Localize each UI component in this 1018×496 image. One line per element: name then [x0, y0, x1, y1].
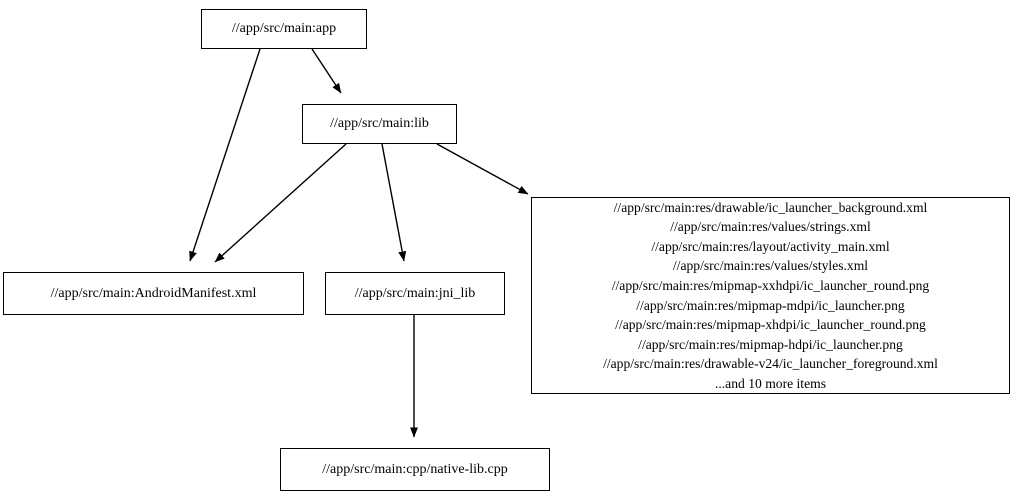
edge-lib-to-manifest	[214, 143, 347, 263]
graph-node-native-lib-cpp[interactable]: //app/src/main:cpp/native-lib.cpp	[280, 448, 550, 491]
edge-lib-to-res-bundle	[436, 143, 529, 195]
graph-node-jni-lib-label: //app/src/main:jni_lib	[354, 285, 476, 301]
graph-node-res-bundle-label: //app/src/main:res/drawable/ic_launcher_…	[603, 199, 938, 391]
edge-app-to-manifest	[189, 48, 261, 262]
graph-node-res-bundle[interactable]: //app/src/main:res/drawable/ic_launcher_…	[531, 197, 1010, 394]
graph-node-lib-label: //app/src/main:lib	[330, 116, 429, 131]
edge-lib-to-jni-lib	[381, 143, 407, 262]
graph-node-android-manifest-label: //app/src/main:AndroidManifest.xml	[50, 285, 257, 301]
edge-app-to-lib	[311, 48, 342, 94]
graph-node-app-label: //app/src/main:app	[231, 21, 337, 36]
graph-node-jni-lib[interactable]: //app/src/main:jni_lib	[325, 272, 505, 315]
graph-node-lib[interactable]: //app/src/main:lib	[302, 104, 457, 144]
graph-node-native-lib-cpp-label: //app/src/main:cpp/native-lib.cpp	[322, 461, 508, 477]
graph-node-app[interactable]: //app/src/main:app	[201, 9, 367, 49]
graph-node-android-manifest[interactable]: //app/src/main:AndroidManifest.xml	[3, 272, 304, 315]
